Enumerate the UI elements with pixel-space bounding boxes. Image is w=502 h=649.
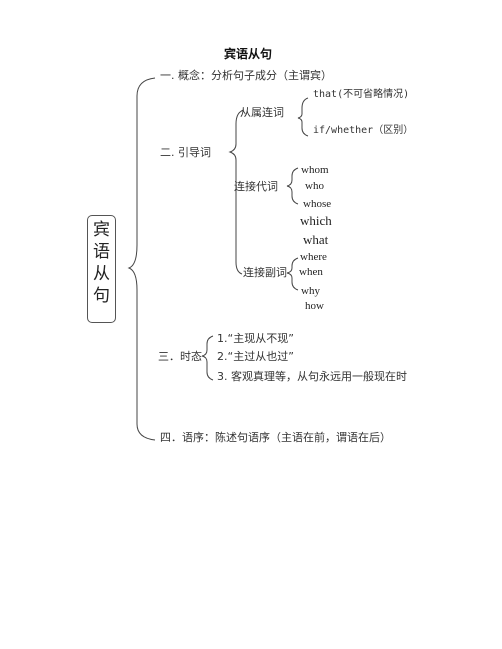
concept-line: 一. 概念：分析句子成分（主谓宾） xyxy=(160,69,332,82)
adverb-item: when xyxy=(299,266,323,278)
adverb-item: why xyxy=(301,285,320,297)
subordinator-item: that(不可省略情况) xyxy=(313,89,410,100)
subordinator-item: if/whether（区别） xyxy=(313,125,414,136)
tense-brace xyxy=(201,335,214,381)
introducers-label: 二. 引导词 xyxy=(160,146,211,159)
pronoun-brace xyxy=(286,167,299,205)
adverb-item: how xyxy=(305,300,324,312)
side-label-char: 句 xyxy=(93,286,110,306)
side-label-char: 从 xyxy=(93,264,110,284)
subordinator-label: 从属连词 xyxy=(240,106,284,119)
pronoun-item: which xyxy=(300,213,332,228)
side-label-char: 宾 xyxy=(93,220,110,240)
pronoun-item: whose xyxy=(303,198,332,210)
pronoun-item: what xyxy=(303,232,329,247)
side-label-char: 语 xyxy=(93,242,110,262)
page-title: 宾语从句 xyxy=(224,47,273,61)
subordinator-brace xyxy=(297,97,309,137)
main-brace xyxy=(127,77,156,441)
side-label-box: 宾 语 从 句 xyxy=(87,215,116,323)
introducers-brace xyxy=(228,109,245,275)
pronoun-label: 连接代词 xyxy=(234,180,278,193)
tense-item: 1.“主现从不现” xyxy=(217,332,294,345)
pronoun-item: who xyxy=(305,180,324,192)
order-line: 四．语序：陈述句语序（主语在前，谓语在后） xyxy=(160,431,391,444)
tense-item: 2.“主过从也过” xyxy=(217,350,294,363)
adverb-item: where xyxy=(300,251,327,263)
tense-label: 三．时态 xyxy=(158,350,202,363)
adverb-brace xyxy=(286,257,299,291)
tense-item: 3. 客观真理等，从句永远用一般现在时 xyxy=(217,370,407,383)
pronoun-item: whom xyxy=(301,164,329,176)
adverb-label: 连接副词 xyxy=(243,266,287,279)
